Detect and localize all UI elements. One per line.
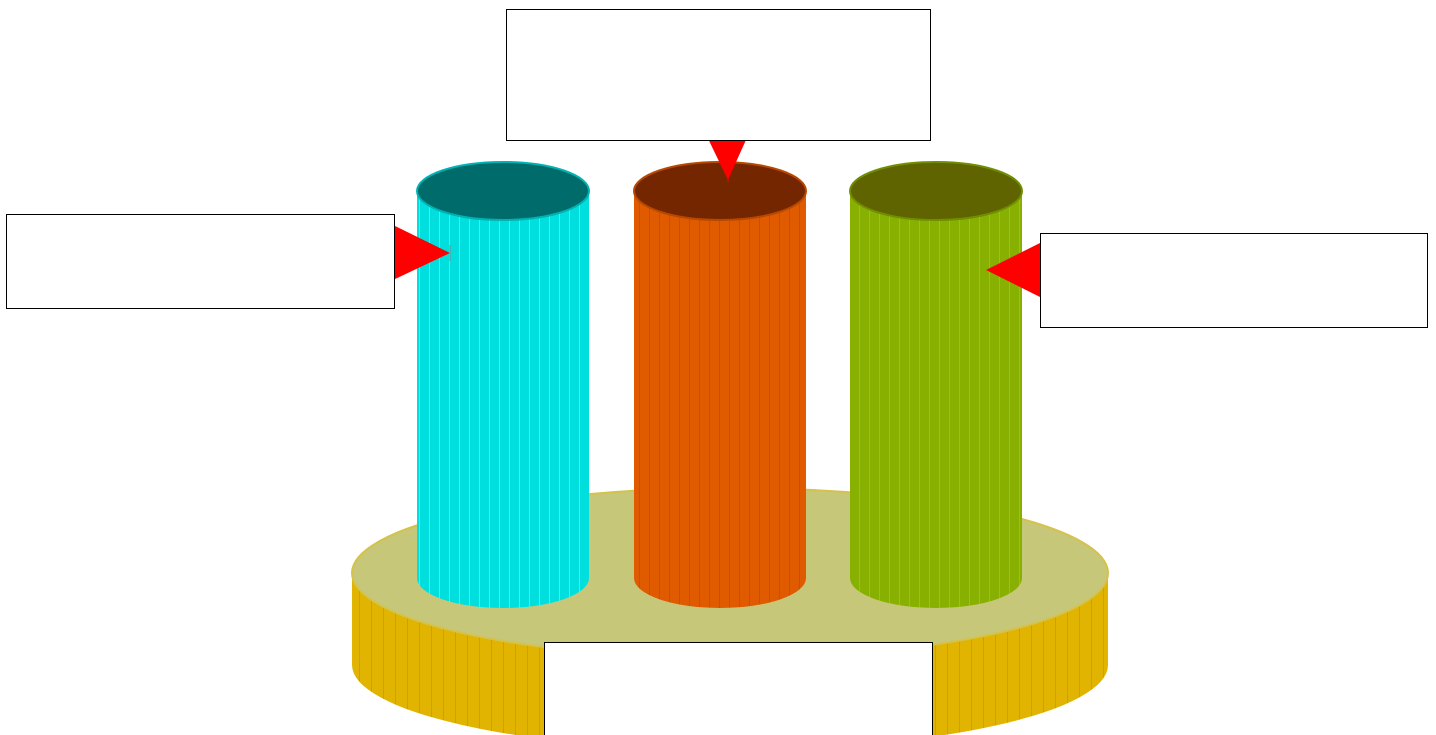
cylinder-right-top bbox=[849, 161, 1023, 221]
arrow-right bbox=[986, 242, 1042, 298]
cylinder-middle bbox=[633, 161, 807, 608]
cylinder-left bbox=[416, 161, 590, 608]
label-box-right bbox=[1040, 233, 1428, 328]
label-box-top bbox=[506, 9, 931, 141]
cylinder-middle-top bbox=[633, 161, 807, 221]
cylinder-middle-body bbox=[634, 191, 806, 608]
cylinder-left-top bbox=[416, 161, 590, 221]
cylinder-right-body bbox=[850, 191, 1022, 608]
cylinder-left-body bbox=[417, 191, 589, 608]
label-box-bottom bbox=[544, 642, 933, 735]
label-box-left bbox=[6, 214, 395, 309]
cylinder-right bbox=[849, 161, 1023, 608]
arrow-left bbox=[393, 225, 450, 280]
